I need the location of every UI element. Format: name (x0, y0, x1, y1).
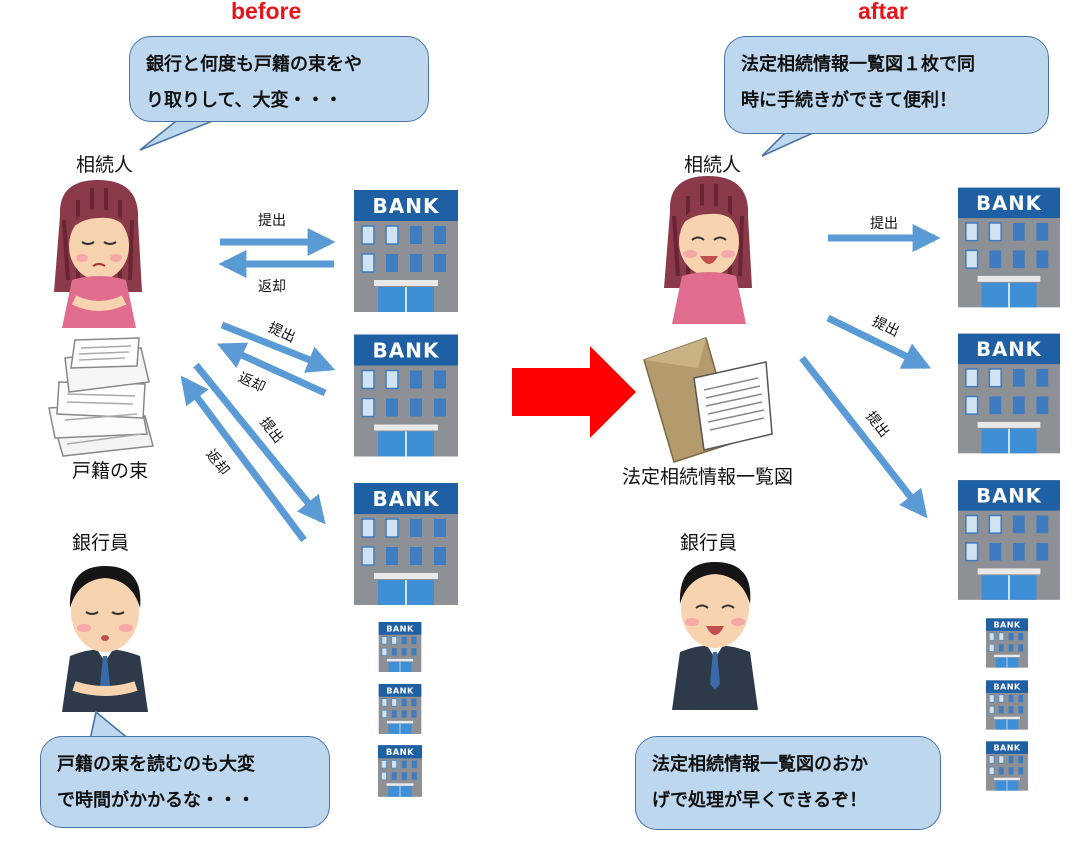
happy-woman-icon (664, 176, 752, 324)
after-bottom-speech-bubble: 法定相続情報一覧図のおか げで処理が早くできるぞ！ (635, 736, 941, 830)
bank-building-icon (354, 190, 458, 312)
worried-woman-icon (54, 180, 142, 328)
bank-building-icon (354, 481, 458, 607)
after-heir-label: 相続人 (684, 154, 742, 176)
bank-building-icon (958, 186, 1060, 309)
bank-building-icon-small (378, 745, 422, 797)
bubble-tail (139, 117, 221, 151)
bank-building-icon-small (986, 740, 1028, 792)
paper-stack-icon (48, 337, 154, 457)
document-label: 法定相続情報一覧図 (622, 466, 794, 488)
arrow-label-return-1: 返却 (258, 279, 286, 295)
before-heir-label: 相続人 (76, 154, 134, 176)
bank-building-icon (354, 333, 458, 458)
after-top-speech-bubble: 法定相続情報一覧図１枚で同 時に手続きができて便利！ (724, 36, 1049, 134)
arrow-submit-2 (220, 321, 336, 373)
before-top-speech-bubble: 銀行と何度も戸籍の束をや り取りして、大変・・・ (129, 36, 429, 122)
bank-building-icon (958, 332, 1060, 455)
bank-building-icon-small (378, 622, 422, 672)
bank-building-icon-small (986, 679, 1028, 731)
arrow-return-2 (216, 342, 327, 397)
after-heading: aftar (858, 0, 908, 24)
bank-building-icon-small (986, 617, 1028, 669)
arrow-submit-3 (193, 362, 326, 525)
after-banker-label: 銀行員 (680, 532, 738, 554)
bank-building-icon-small (378, 684, 422, 734)
arrow-return-3 (180, 375, 307, 543)
before-arrows (180, 228, 336, 543)
arrow-submit-after-3 (799, 355, 928, 519)
document-envelope-icon (643, 337, 773, 463)
smiling-banker-icon (672, 562, 758, 710)
before-bottom-speech-bubble: 戸籍の束を読むのも大変 で時間がかかるな・・・ (40, 736, 330, 828)
arrow-submit-after-2 (826, 314, 932, 370)
before-banker-label: 銀行員 (72, 532, 130, 554)
sleepy-banker-icon (62, 566, 148, 712)
bank-building-icon (958, 479, 1060, 601)
paper-bundle-label: 戸籍の束 (72, 460, 149, 482)
arrow-label-submit-1: 提出 (258, 213, 286, 229)
red-right-arrow-icon (512, 346, 636, 438)
after-arrows (799, 224, 941, 519)
after-arrow-label-submit-1: 提出 (870, 216, 898, 232)
before-heading: before (231, 0, 302, 24)
